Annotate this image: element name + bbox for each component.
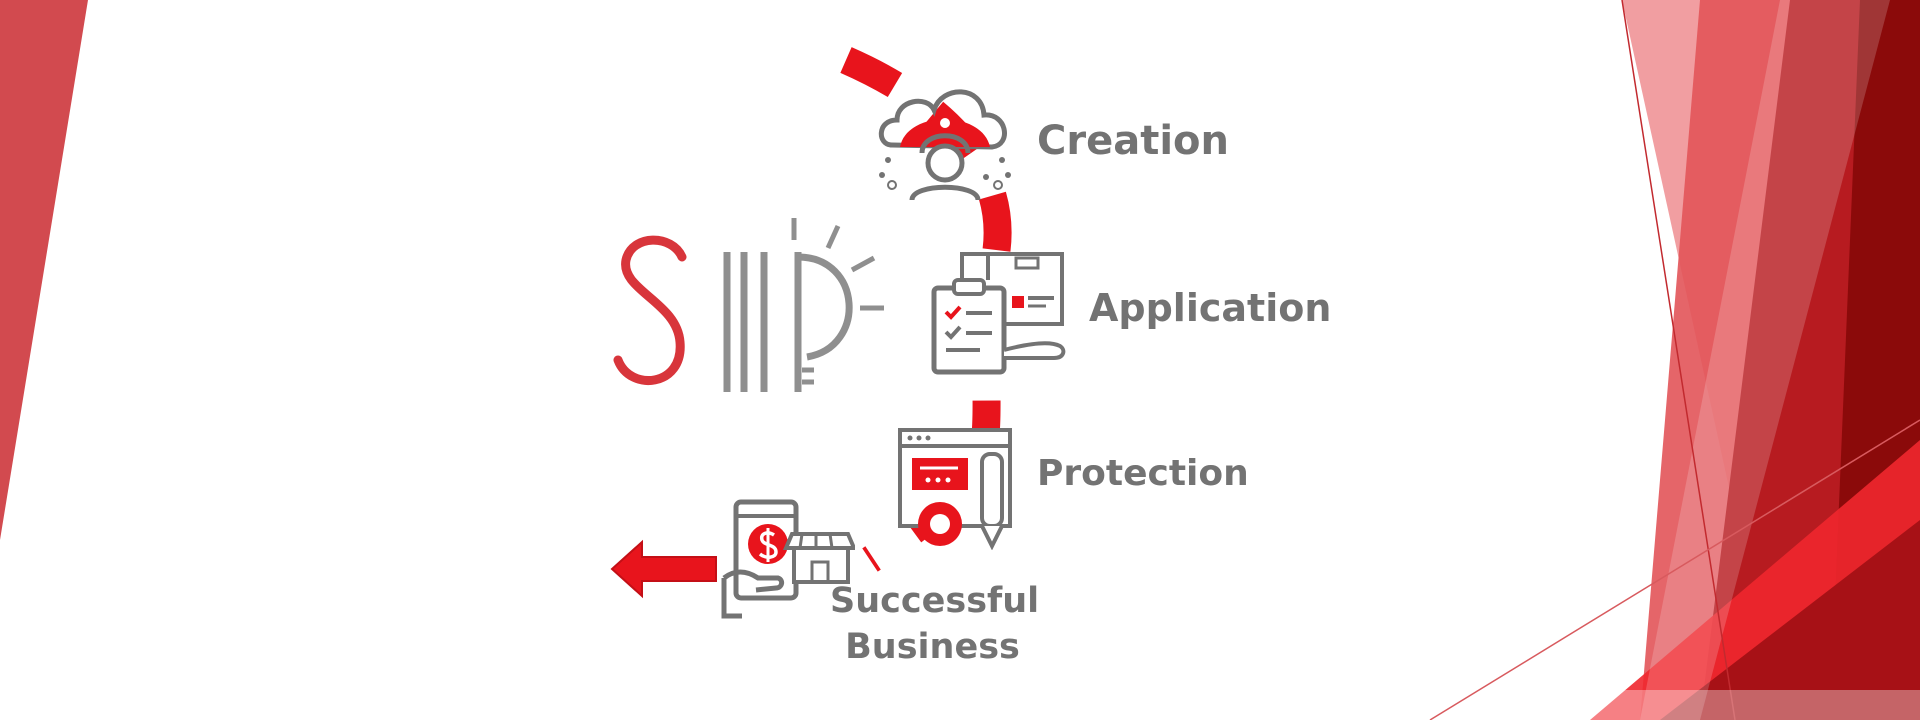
right-bottom-facet xyxy=(1660,520,1920,720)
step-label-successful-business: Successful Business xyxy=(830,581,1040,667)
lightbulb-icon xyxy=(791,218,884,311)
thin-line-1 xyxy=(1621,0,1736,720)
left-red-wedge xyxy=(0,0,88,540)
bottom-fade xyxy=(1560,690,1920,720)
step-label-protection: Protection xyxy=(1037,453,1249,494)
logo-letter-p-bowl xyxy=(797,253,853,361)
clipboard-package-icon xyxy=(931,252,1066,375)
browser-gear-pencil-icon xyxy=(898,428,1012,550)
thin-line-2 xyxy=(1429,419,1920,720)
sip-logo xyxy=(613,218,884,392)
mobile-store-dollar-icon xyxy=(721,499,855,619)
step-label-creation: Creation xyxy=(1037,118,1229,164)
cloud-inventor-icon xyxy=(878,89,1011,201)
arrow-left-icon xyxy=(610,539,717,599)
logo-letter-s xyxy=(613,235,687,385)
right-highlight-facet xyxy=(1640,0,1890,720)
step-label-application: Application xyxy=(1089,286,1332,330)
